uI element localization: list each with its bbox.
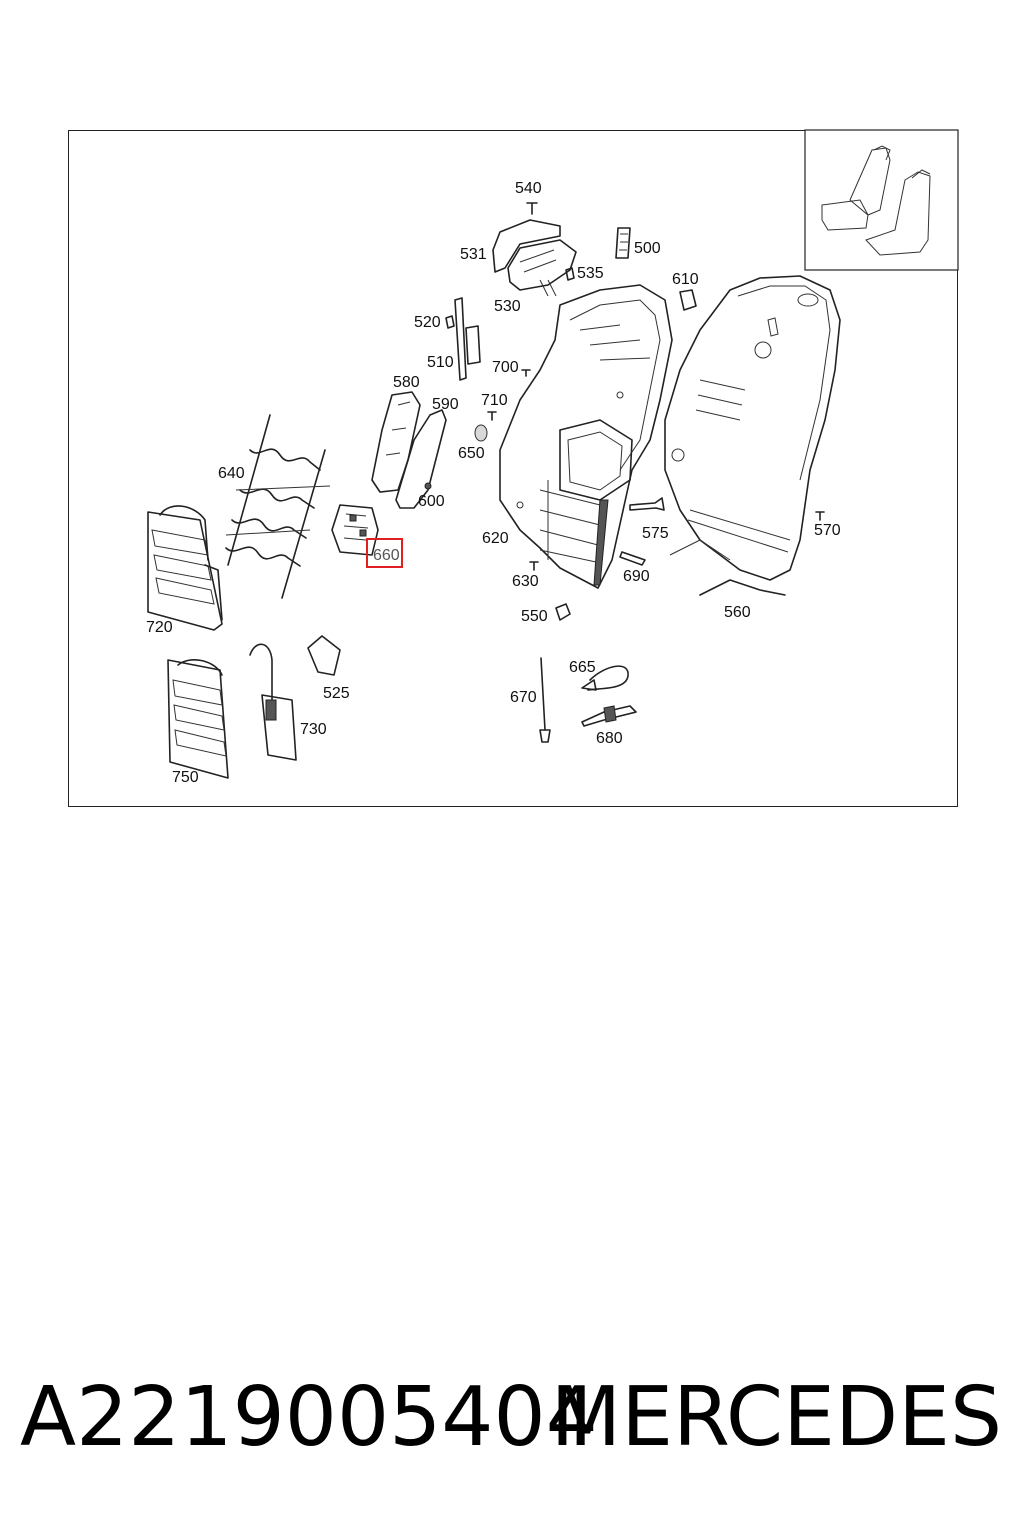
- label-690: 690: [623, 568, 650, 585]
- part-number: A2219005404: [20, 1370, 598, 1465]
- label-620: 620: [482, 530, 509, 547]
- part-720-heater-mat: [147, 505, 223, 631]
- label-570: 570: [814, 522, 841, 539]
- label-530: 530: [494, 298, 521, 315]
- label-590: 590: [432, 396, 459, 413]
- part-665-tie: [581, 665, 629, 691]
- label-650: 650: [458, 445, 485, 462]
- label-525: 525: [323, 685, 350, 702]
- part-500-tube: [615, 227, 631, 259]
- part-580-side-pad: [371, 391, 421, 493]
- part-630-screw: [529, 561, 539, 571]
- label-730: 730: [300, 721, 327, 738]
- label-610: 610: [672, 271, 699, 288]
- part-660-module: [331, 504, 379, 556]
- label-500: 500: [634, 240, 661, 257]
- label-670: 670: [510, 689, 537, 706]
- part-750-heater-mat: [167, 659, 229, 779]
- label-575: 575: [642, 525, 669, 542]
- part-690-connector: [619, 551, 646, 566]
- brand-name: MERCEDES: [550, 1370, 1002, 1465]
- label-540: 540: [515, 180, 542, 197]
- part-730-module: [249, 643, 297, 761]
- label-550: 550: [521, 608, 548, 625]
- part-550-clip: [555, 603, 571, 621]
- label-680: 680: [596, 730, 623, 747]
- part-680-clip: [581, 705, 637, 727]
- part-531-530-guide: [492, 219, 577, 297]
- part-590-side-pad: [395, 409, 447, 509]
- label-665: 665: [569, 659, 596, 676]
- seat-overview-inset: [804, 129, 959, 271]
- part-670-cable-tie: [539, 657, 551, 743]
- part-610-bracket: [679, 289, 697, 311]
- label-700: 700: [492, 359, 519, 376]
- label-660: 660: [373, 547, 400, 564]
- label-520: 520: [414, 314, 441, 331]
- part-540-screw: [526, 202, 538, 215]
- label-750: 750: [172, 769, 199, 786]
- part-535-clip: [565, 267, 575, 281]
- highlight-box-660: [366, 538, 403, 568]
- label-600: 600: [418, 493, 445, 510]
- part-labels: 540 531 535 500 530 610 520 510 700 580 …: [146, 180, 841, 786]
- label-535: 535: [577, 265, 604, 282]
- part-570-screw: [815, 511, 825, 521]
- part-525-cover: [307, 635, 341, 676]
- part-510-520-latch: [445, 297, 481, 381]
- label-560: 560: [724, 604, 751, 621]
- part-575-pin: [629, 497, 665, 511]
- label-531: 531: [460, 246, 487, 263]
- footer: A2219005404 MERCEDES: [0, 1370, 1024, 1470]
- part-560-back-panel: [664, 275, 841, 596]
- diagram-frame: [68, 130, 958, 807]
- part-620-backrest-frame: [499, 284, 673, 589]
- part-700-710-650: [474, 369, 531, 442]
- label-630: 630: [512, 573, 539, 590]
- label-720: 720: [146, 619, 173, 636]
- label-710: 710: [481, 392, 508, 409]
- label-640: 640: [218, 465, 245, 482]
- part-640-spring-mat: [225, 414, 331, 599]
- label-580: 580: [393, 374, 420, 391]
- label-510: 510: [427, 354, 454, 371]
